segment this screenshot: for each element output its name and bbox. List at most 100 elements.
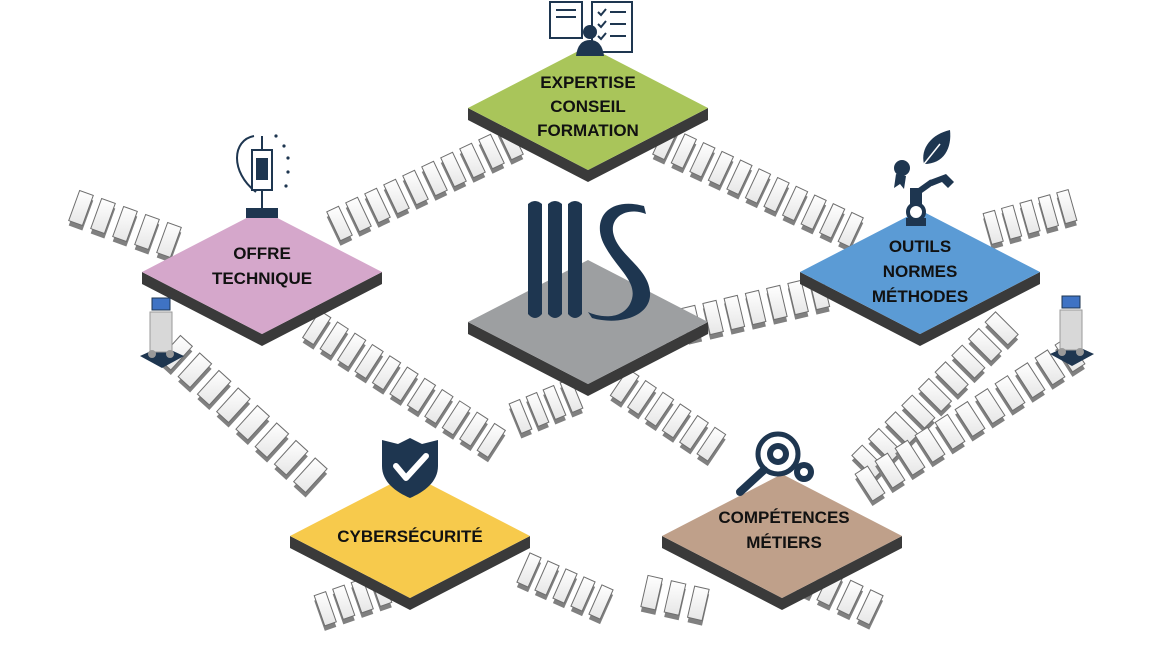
track-step xyxy=(661,403,692,439)
track-step xyxy=(644,391,675,427)
track-step xyxy=(984,311,1019,346)
track-step xyxy=(818,203,846,239)
track-step xyxy=(707,150,735,187)
track-step xyxy=(552,568,578,604)
track-step xyxy=(934,413,966,451)
track-step xyxy=(901,394,936,429)
track-step xyxy=(763,176,790,213)
track-step xyxy=(640,574,664,611)
track-step xyxy=(235,404,271,441)
track-step xyxy=(696,426,727,462)
track-step xyxy=(689,141,716,178)
track-step xyxy=(459,142,486,179)
track-step xyxy=(68,189,94,227)
track-step xyxy=(112,205,138,243)
robot-figurine-icon xyxy=(1050,295,1094,366)
track-step xyxy=(726,159,753,196)
track-step xyxy=(402,169,429,206)
shield-check-icon xyxy=(382,438,438,498)
track-step xyxy=(917,377,953,413)
track-step xyxy=(476,422,507,458)
track-step xyxy=(542,384,567,421)
node-label-expertise-line-3: FORMATION xyxy=(537,121,639,140)
robot-figurine-icon xyxy=(140,297,184,368)
track-step xyxy=(723,294,746,331)
track-step xyxy=(525,391,550,428)
node-outils-tile xyxy=(800,210,1040,334)
track-step xyxy=(301,310,332,346)
track-step xyxy=(994,375,1026,412)
track-step xyxy=(326,205,353,242)
track-step xyxy=(800,194,827,231)
track-step xyxy=(1014,362,1046,399)
track-step xyxy=(856,589,884,626)
track-step xyxy=(837,211,864,248)
track-step xyxy=(345,196,372,233)
track-step xyxy=(332,584,356,620)
track-step xyxy=(686,585,710,622)
node-label-offre-line-2: TECHNIQUE xyxy=(212,269,312,288)
node-label-outils-line-1: OUTILS xyxy=(889,237,951,256)
track-step xyxy=(626,379,658,416)
node-competences-tile xyxy=(662,474,902,598)
node-label-competences-line-1: COMPÉTENCES xyxy=(718,508,849,527)
checklist-person-icon xyxy=(549,1,633,56)
track-step xyxy=(766,284,788,321)
track-step xyxy=(336,332,367,368)
tile-layer xyxy=(142,46,1040,610)
track-step xyxy=(874,452,906,489)
track-step xyxy=(254,422,290,459)
track-step xyxy=(894,439,926,476)
node-offre-tile xyxy=(142,210,382,334)
track-step xyxy=(440,151,467,188)
robot-arm-leaf-icon xyxy=(894,130,954,226)
track-step xyxy=(424,388,454,425)
gears-magnifier-icon xyxy=(736,431,814,496)
center-tile xyxy=(468,260,708,384)
track-step xyxy=(534,560,560,596)
track-step xyxy=(215,387,251,424)
track-step xyxy=(663,580,687,616)
track-step xyxy=(478,133,505,170)
track-step xyxy=(90,197,116,235)
track-step xyxy=(389,366,419,402)
track-step xyxy=(1037,194,1060,230)
track-step xyxy=(134,213,160,251)
circuit-probe-icon xyxy=(236,134,290,218)
track-step xyxy=(441,400,472,436)
track-step xyxy=(951,344,986,379)
node-label-offre-line-1: OFFRE xyxy=(233,244,291,263)
track-step xyxy=(508,398,533,435)
track-step xyxy=(678,414,710,451)
track-step xyxy=(406,377,437,413)
track-step xyxy=(570,576,596,612)
node-label-expertise-line-2: CONSEIL xyxy=(550,97,626,116)
track-step xyxy=(383,178,410,215)
track-step xyxy=(854,465,886,502)
track-step xyxy=(744,289,767,326)
track-step xyxy=(588,584,614,620)
track-step xyxy=(967,327,1003,363)
track-step xyxy=(1000,204,1023,240)
track-step xyxy=(954,400,986,438)
track-step xyxy=(313,591,337,627)
track-step xyxy=(177,352,213,389)
track-step xyxy=(670,133,698,169)
node-cyber-tile xyxy=(290,474,530,598)
track-step xyxy=(196,369,232,406)
track-step xyxy=(744,168,772,204)
node-label-expertise-line-1: EXPERTISE xyxy=(540,73,635,92)
track-step xyxy=(836,579,864,616)
label-layer: EXPERTISE CONSEIL FORMATION OFFRE TECHNI… xyxy=(212,73,968,552)
track-step xyxy=(982,209,1004,246)
track-step xyxy=(156,221,182,259)
node-label-outils-line-3: MÉTHODES xyxy=(872,287,968,306)
track-step xyxy=(516,552,542,588)
track-step xyxy=(354,343,384,380)
node-label-cyber-line-1: CYBERSÉCURITÉ xyxy=(337,527,482,546)
track-step xyxy=(273,439,309,476)
track-step xyxy=(292,457,328,494)
track-step xyxy=(371,355,402,391)
track-step xyxy=(1056,188,1078,225)
track-step xyxy=(1034,349,1066,386)
